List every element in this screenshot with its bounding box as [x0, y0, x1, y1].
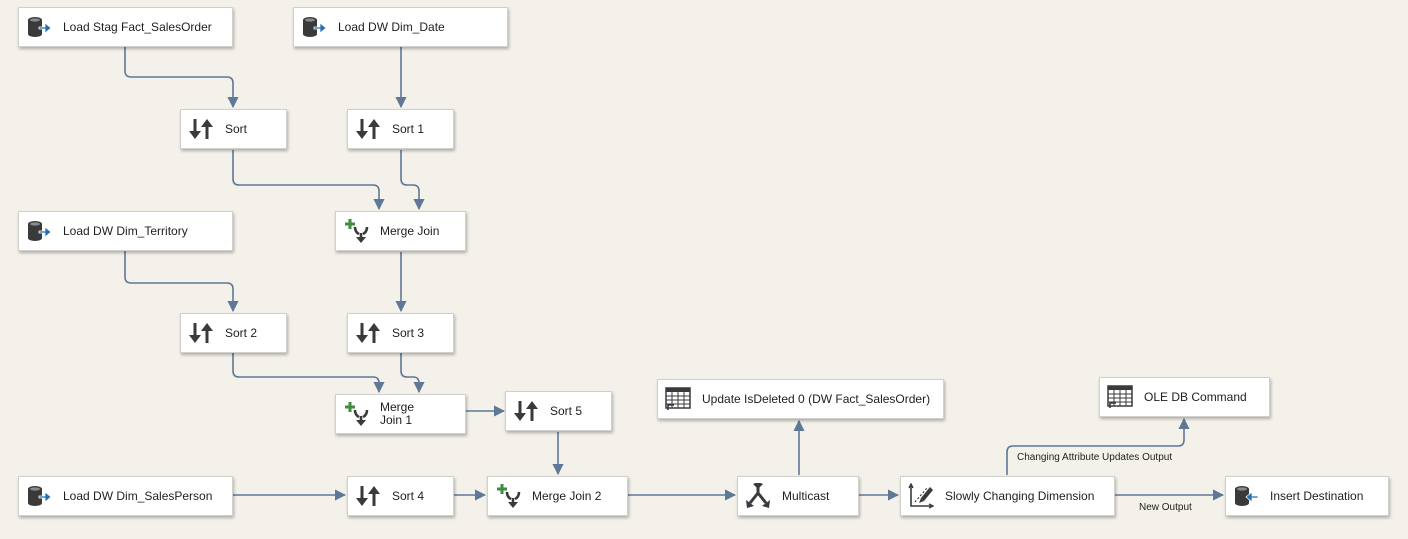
node-label: Sort 3: [392, 325, 425, 340]
sort-4-node[interactable]: Sort 4: [347, 476, 454, 516]
sort-arrows-icon: [355, 116, 381, 142]
database-source-icon: [26, 14, 52, 40]
sort-arrows-icon: [355, 320, 381, 346]
node-label: Sort 5: [550, 403, 583, 418]
merge-join-2-node[interactable]: Merge Join 2: [487, 476, 628, 516]
sort-arrows-icon: [355, 483, 381, 509]
sort-3-node[interactable]: Sort 3: [347, 313, 454, 353]
slowly-changing-dimension-node[interactable]: Slowly Changing Dimension: [900, 476, 1115, 516]
node-label: OLE DB Command: [1144, 389, 1247, 404]
grid-command-icon: [665, 386, 691, 412]
database-source-icon: [26, 218, 52, 244]
database-destination-icon: [1233, 483, 1259, 509]
multicast-icon: [745, 483, 771, 509]
merge-join-icon: [343, 218, 369, 244]
node-label-line-1: Merge: [380, 400, 415, 414]
update-isdeleted-node[interactable]: Update IsDeleted 0 (DW Fact_SalesOrder): [657, 379, 944, 419]
node-label: Sort 1: [392, 121, 425, 136]
node-label: Insert Destination: [1270, 488, 1364, 503]
merge-join-1-node[interactable]: Merge Join 1: [335, 394, 466, 434]
node-label: Merge Join 1: [380, 401, 414, 427]
node-label: Merge Join: [380, 223, 440, 238]
sort-1-node[interactable]: Sort 1: [347, 109, 454, 149]
node-label: Load DW Dim_SalesPerson: [63, 488, 213, 503]
node-label: Load DW Dim_Territory: [63, 223, 188, 238]
ole-db-command-node[interactable]: OLE DB Command: [1099, 377, 1270, 417]
node-label: Sort 4: [392, 488, 425, 503]
flow-sort-to-mergejoin[interactable]: [232, 150, 385, 211]
flow-stag-to-sort[interactable]: [124, 47, 239, 109]
merge-join-node[interactable]: Merge Join: [335, 211, 466, 251]
sort-2-node[interactable]: Sort 2: [180, 313, 287, 353]
node-label: Sort: [225, 121, 248, 136]
sort-node[interactable]: Sort: [180, 109, 287, 149]
node-label: Multicast: [782, 488, 830, 503]
insert-destination-node[interactable]: Insert Destination: [1225, 476, 1389, 516]
flow-sort2-to-mergejoin1[interactable]: [232, 353, 385, 394]
load-stag-fact-salesorder-node[interactable]: Load Stag Fact_SalesOrder: [18, 7, 233, 47]
database-source-icon: [301, 14, 327, 40]
merge-join-icon: [495, 483, 521, 509]
flow-territory-to-sort2[interactable]: [124, 251, 239, 313]
sort-5-node[interactable]: Sort 5: [505, 391, 612, 431]
grid-command-icon: [1107, 384, 1133, 410]
database-source-icon: [26, 483, 52, 509]
flow-sort1-to-mergejoin[interactable]: [400, 150, 425, 211]
node-label: Update IsDeleted 0 (DW Fact_SalesOrder): [702, 391, 931, 406]
node-label: Load DW Dim_Date: [338, 19, 445, 34]
merge-join-icon: [343, 401, 369, 427]
flow-sort3-to-mergejoin1[interactable]: [400, 353, 425, 394]
node-label: Slowly Changing Dimension: [945, 488, 1095, 503]
sort-arrows-icon: [188, 320, 214, 346]
sort-arrows-icon: [513, 398, 539, 424]
load-dw-dim-salesperson-node[interactable]: Load DW Dim_SalesPerson: [18, 476, 233, 516]
new-output-label: New Output: [1139, 502, 1192, 513]
node-label: Sort 2: [225, 325, 258, 340]
node-label: Merge Join 2: [532, 488, 602, 503]
changing-attribute-updates-output-label: Changing Attribute Updates Output: [1017, 452, 1173, 463]
flow-scd-to-oledbcommand[interactable]: [1006, 417, 1190, 475]
node-label-line-2: Join 1: [380, 413, 413, 427]
load-dw-dim-date-node[interactable]: Load DW Dim_Date: [293, 7, 508, 47]
scd-icon: [908, 483, 934, 509]
multicast-node[interactable]: Multicast: [737, 476, 859, 516]
sort-arrows-icon: [188, 116, 214, 142]
load-dw-dim-territory-node[interactable]: Load DW Dim_Territory: [18, 211, 233, 251]
node-label: Load Stag Fact_SalesOrder: [63, 19, 212, 34]
